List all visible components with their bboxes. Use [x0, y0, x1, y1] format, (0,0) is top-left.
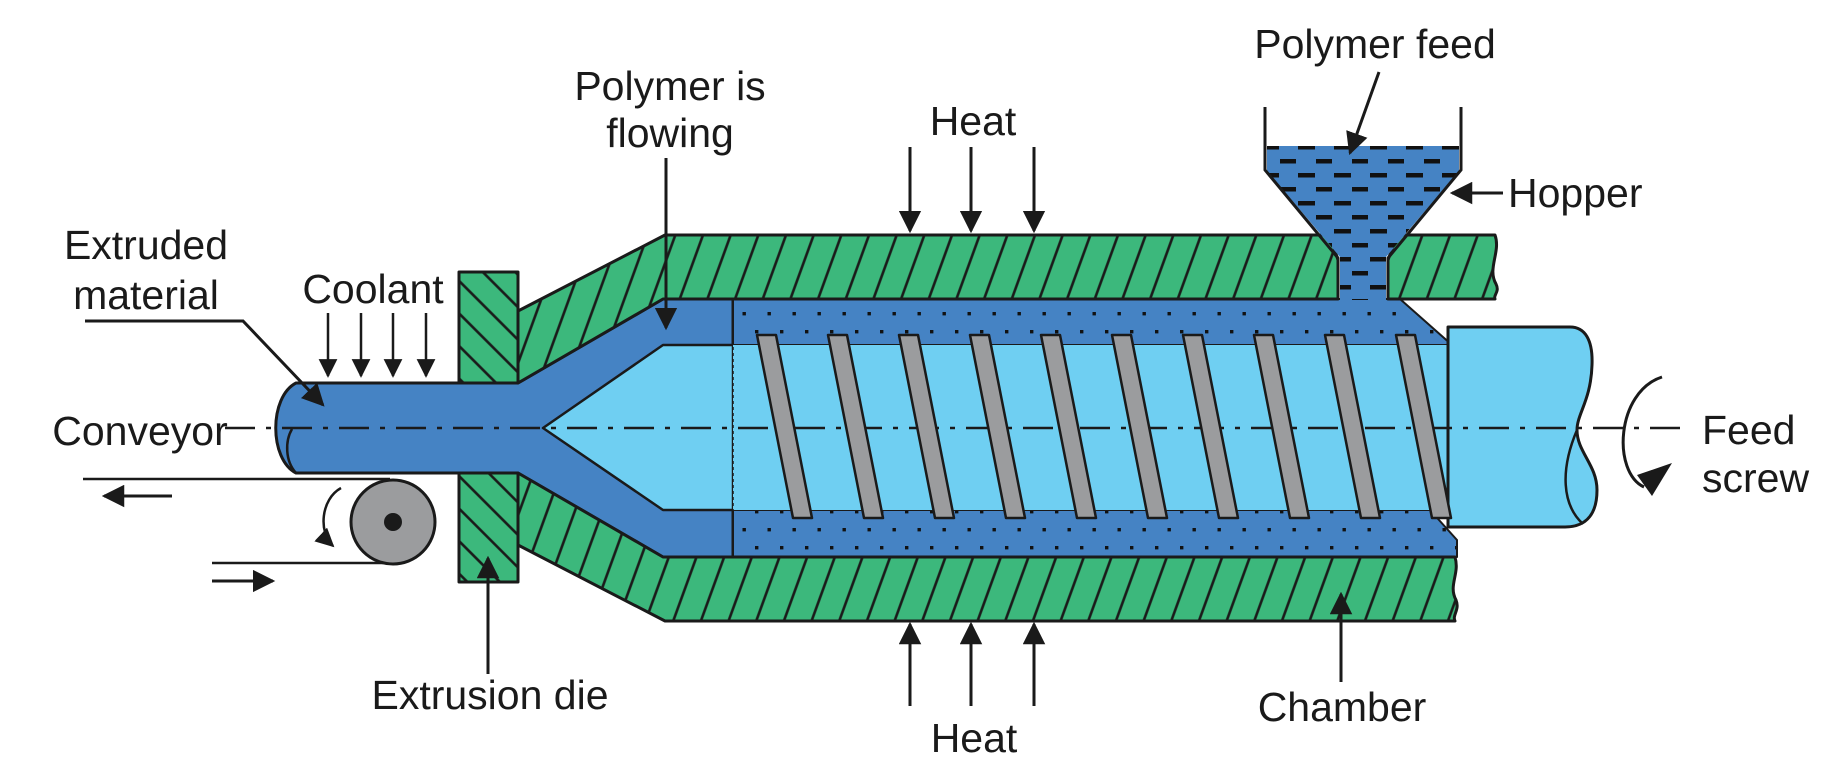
label-feed-screw-line1: Feed [1702, 407, 1795, 453]
label-hopper: Hopper [1508, 170, 1642, 216]
screw-flights [755, 333, 1453, 520]
tube-end-face [286, 428, 297, 474]
shaft-end-face [1564, 429, 1584, 525]
screw-flight [1039, 333, 1098, 520]
label-feed-screw-line2: screw [1702, 455, 1809, 501]
polymer-feed-arrow [1346, 71, 1381, 156]
screw-flight [1323, 333, 1382, 520]
label-conveyor: Conveyor [52, 408, 227, 454]
screw-flight [1110, 333, 1169, 520]
screw-flight [1252, 333, 1311, 520]
chamber-top-wall-right [1386, 233, 1499, 301]
label-coolant: Coolant [302, 266, 444, 312]
label-polymer-flowing-line2: flowing [606, 110, 734, 156]
screw-flight [968, 333, 1027, 520]
heat-arrows-bottom [898, 621, 1046, 706]
hopper-fill [1267, 146, 1459, 300]
screw-flight [1394, 333, 1453, 520]
label-polymer-feed: Polymer feed [1254, 21, 1496, 67]
roller-axle [384, 513, 402, 531]
screw-flight [1181, 333, 1240, 520]
label-heat-bottom: Heat [931, 715, 1018, 761]
label-heat-top: Heat [930, 98, 1017, 144]
screw-flight [897, 333, 956, 520]
roller-rotation-arrow [314, 486, 342, 548]
hopper-wall-right [1386, 107, 1463, 300]
label-polymer-flowing-line1: Polymer is [574, 63, 765, 109]
hopper-wall-left [1263, 107, 1340, 300]
screw-rotation-arc [1621, 375, 1663, 489]
heat-arrows-top [898, 147, 1046, 234]
coolant-arrows [318, 313, 436, 378]
screw-flight [826, 333, 885, 520]
extruded-material-leader [85, 319, 325, 407]
label-extruded-material-line2: material [73, 272, 219, 318]
label-extrusion-die: Extrusion die [371, 672, 608, 718]
chamber-bottom-wall [516, 471, 1459, 623]
screw-rotation-arrowhead [1637, 463, 1672, 496]
label-extruded-material-line1: Extruded [64, 222, 228, 268]
screw-flight [755, 333, 814, 520]
label-chamber: Chamber [1258, 684, 1427, 730]
